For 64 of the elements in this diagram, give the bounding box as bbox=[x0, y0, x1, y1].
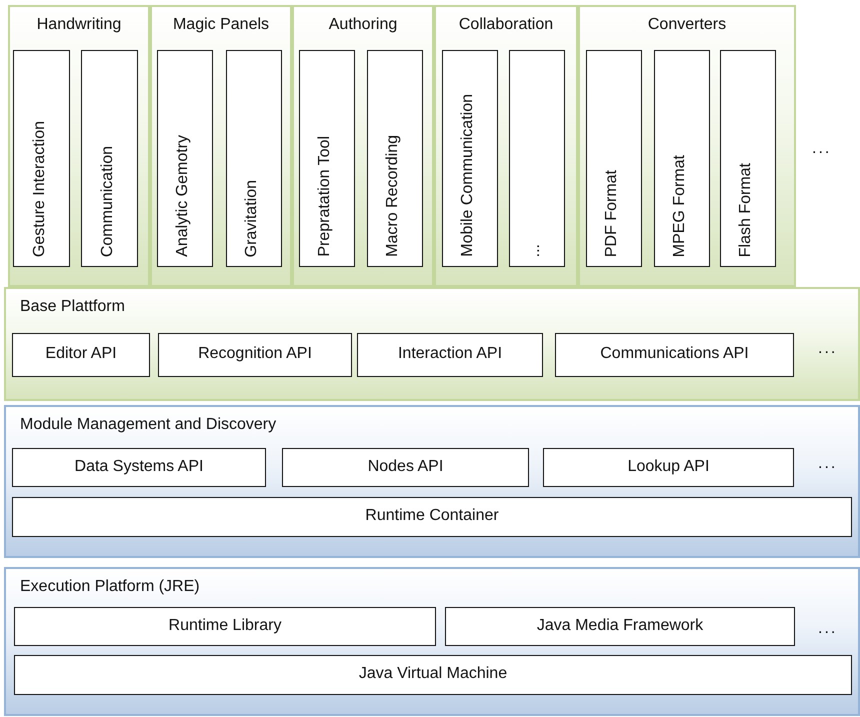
layer-title: Base Plattform bbox=[20, 298, 125, 316]
api-box bbox=[357, 333, 543, 377]
module-box bbox=[226, 50, 282, 267]
api-box bbox=[282, 448, 529, 487]
module-label: Analytic Gemotry bbox=[174, 135, 192, 257]
layer-band bbox=[4, 287, 860, 401]
api-box bbox=[14, 655, 852, 695]
api-label: Runtime Library bbox=[168, 616, 282, 634]
layer-title: Module Management and Discovery bbox=[20, 416, 276, 434]
module-box bbox=[586, 50, 642, 267]
layer-title: Authoring bbox=[328, 16, 398, 34]
module-label: ... bbox=[526, 244, 544, 257]
api-label: Runtime Container bbox=[364, 507, 500, 525]
api-box bbox=[543, 448, 794, 487]
api-label: Data Systems API bbox=[74, 458, 204, 476]
api-label: Lookup API bbox=[626, 458, 710, 476]
api-label: Java Media Framework bbox=[536, 616, 704, 634]
module-box bbox=[13, 50, 70, 267]
api-box bbox=[445, 607, 795, 646]
module-box bbox=[299, 50, 355, 267]
layer-title: Magic Panels bbox=[172, 16, 270, 34]
layer-band bbox=[4, 567, 860, 716]
layer-title: Execution Platform (JRE) bbox=[20, 578, 200, 596]
module-label: MPEG Format bbox=[671, 154, 689, 257]
module-label: Communication bbox=[98, 146, 116, 257]
ellipsis-label: ... bbox=[818, 340, 838, 358]
module-panel bbox=[292, 5, 434, 287]
module-box bbox=[654, 50, 710, 267]
module-label: Prepratation Tool bbox=[316, 136, 334, 257]
module-label: PDF Format bbox=[603, 170, 621, 257]
api-label: Nodes API bbox=[366, 458, 444, 476]
api-box bbox=[12, 333, 150, 377]
ellipsis-label: ... bbox=[818, 455, 838, 473]
api-box bbox=[14, 607, 436, 646]
module-label: Macro Recording bbox=[384, 135, 402, 257]
module-panel bbox=[8, 5, 150, 287]
module-label: Gesture Interaction bbox=[30, 120, 48, 257]
module-label: Flash Format bbox=[737, 162, 755, 257]
ellipsis-label: ... bbox=[812, 140, 832, 158]
api-box bbox=[12, 497, 852, 537]
module-panel bbox=[150, 5, 292, 287]
module-box bbox=[720, 50, 776, 267]
api-box bbox=[158, 333, 352, 377]
layer-title: Converters bbox=[646, 16, 728, 34]
api-label: Interaction API bbox=[396, 345, 504, 363]
module-box bbox=[367, 50, 423, 267]
api-box bbox=[12, 448, 266, 487]
api-label: Java Virtual Machine bbox=[358, 665, 508, 683]
api-label: Recognition API bbox=[197, 345, 313, 363]
api-label: Communications API bbox=[599, 345, 750, 363]
api-box bbox=[555, 333, 794, 377]
module-box bbox=[509, 50, 565, 267]
ellipsis-label: ... bbox=[818, 620, 838, 638]
module-panel bbox=[434, 5, 578, 287]
layer-title: Collaboration bbox=[458, 16, 554, 34]
module-panel bbox=[578, 5, 796, 287]
module-box bbox=[157, 50, 213, 267]
module-box bbox=[81, 50, 138, 267]
module-box bbox=[442, 50, 498, 267]
layer-band bbox=[4, 405, 860, 558]
api-label: Editor API bbox=[44, 345, 118, 363]
layer-title: Handwriting bbox=[36, 16, 122, 34]
module-label: Mobile Communication bbox=[459, 94, 477, 257]
module-label: Gravitation bbox=[243, 180, 261, 257]
